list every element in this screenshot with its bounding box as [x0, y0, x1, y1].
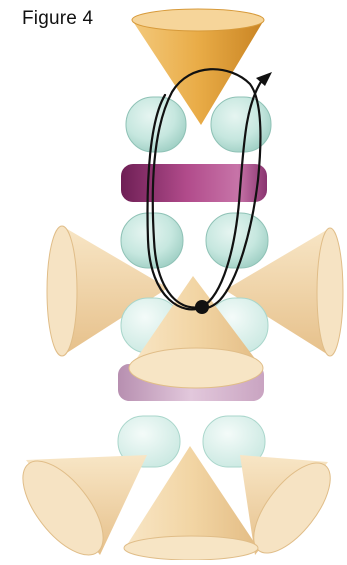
trajectory-arrowhead	[256, 72, 272, 86]
upper-ball-right	[211, 97, 271, 152]
middle-ball-left	[121, 213, 183, 268]
ion-dot	[195, 300, 209, 314]
purple-ring	[121, 164, 267, 202]
figure-label: Figure 4	[22, 8, 93, 30]
bottom-left-cone	[8, 448, 147, 560]
bottom-right-cone	[240, 451, 344, 560]
